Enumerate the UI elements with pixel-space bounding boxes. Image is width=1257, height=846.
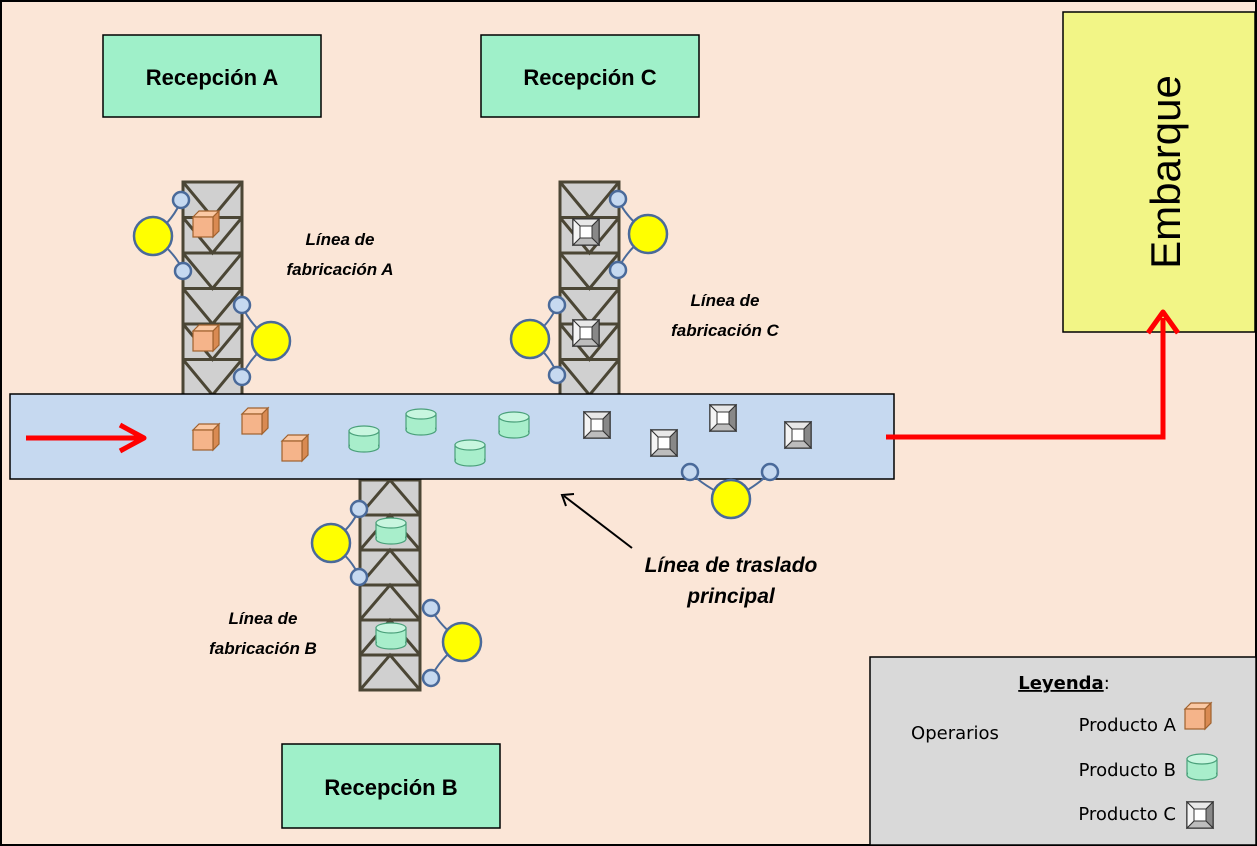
reception-c-label: Recepción C	[523, 65, 656, 90]
product-b-cylinder-icon	[375, 622, 407, 650]
svg-text:Leyenda:: Leyenda:	[1018, 673, 1110, 694]
product-c-frame-icon	[572, 218, 600, 246]
product-a-box-icon	[281, 434, 309, 462]
main-transfer-line	[9, 393, 895, 480]
production-line-c-conveyor	[558, 180, 621, 398]
main-line-pointer-arrow-icon	[560, 493, 633, 549]
product-c-frame-icon	[583, 411, 611, 439]
reception-b-label: Recepción B	[324, 775, 457, 800]
line-c-label-2: fabricación C	[671, 321, 779, 340]
product-c-frame-icon	[709, 404, 737, 432]
product-c-frame-icon	[784, 421, 812, 449]
shipping-box: Embarque	[1062, 11, 1256, 333]
legend-product-c-icon	[1186, 801, 1214, 829]
product-a-box-icon	[192, 423, 220, 451]
operator-icon	[608, 189, 669, 280]
legend-title: Leyenda	[1018, 673, 1103, 694]
legend-product-a-label: Producto A	[1079, 715, 1177, 736]
product-b-cylinder-icon	[405, 408, 437, 436]
product-b-cylinder-icon	[348, 425, 380, 453]
legend-product-b-icon	[1186, 753, 1218, 781]
operator-icon	[509, 295, 567, 385]
line-b-label-1: Línea de	[229, 609, 298, 628]
main-line-label-1: Línea de traslado	[645, 554, 818, 577]
legend-product-a-icon	[1184, 702, 1212, 730]
reception-a-label: Recepción A	[146, 65, 279, 90]
reception-b-box: Recepción B	[281, 743, 501, 829]
line-a-label-2: fabricación A	[286, 260, 393, 279]
legend-operators-label: Operarios	[911, 723, 999, 744]
shipping-label: Embarque	[1142, 75, 1189, 269]
product-b-cylinder-icon	[375, 517, 407, 545]
product-b-cylinder-icon	[498, 411, 530, 439]
legend-title-suffix: :	[1104, 673, 1110, 694]
line-b-label-2: fabricación B	[209, 639, 317, 658]
flow-arrow-icon	[26, 422, 147, 454]
line-a-label-1: Línea de	[306, 230, 375, 249]
product-a-box-icon	[241, 407, 269, 435]
line-c-label-1: Línea de	[691, 291, 760, 310]
operator-icon	[680, 462, 780, 520]
product-c-frame-icon	[650, 429, 678, 457]
production-line-b-conveyor	[358, 477, 422, 692]
legend-product-c-label: Producto C	[1078, 804, 1176, 825]
operator-icon	[421, 598, 483, 688]
reception-a-box: Recepción A	[102, 34, 322, 118]
flow-to-shipping-arrow-icon	[886, 309, 1181, 440]
operator-icon	[132, 190, 193, 281]
product-a-box-icon	[192, 324, 220, 352]
main-line-label-2: principal	[686, 585, 776, 608]
legend-product-b-label: Producto B	[1079, 760, 1176, 781]
operator-icon	[310, 499, 369, 587]
product-b-cylinder-icon	[454, 439, 486, 467]
legend-box: Leyenda: Operarios Producto A Producto B…	[869, 656, 1257, 846]
reception-c-box: Recepción C	[480, 34, 700, 118]
product-c-frame-icon	[572, 319, 600, 347]
product-a-box-icon	[192, 210, 220, 238]
operator-icon	[232, 295, 292, 387]
